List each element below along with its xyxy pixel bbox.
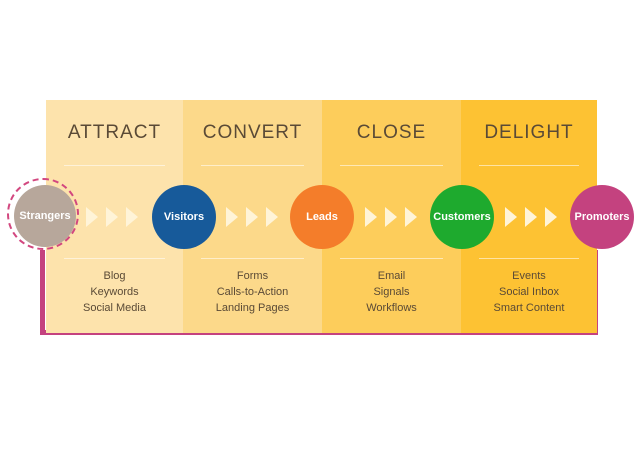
- strangers-dashed-ring: [7, 178, 79, 250]
- stage-items: Email Signals Workflows: [322, 268, 461, 316]
- chevron-right-icon: [505, 207, 517, 227]
- chevron-right-icon: [246, 207, 258, 227]
- divider: [201, 258, 304, 259]
- stage-item: Landing Pages: [215, 302, 290, 314]
- divider: [479, 165, 579, 166]
- node-leads: Leads: [290, 185, 354, 249]
- stage-item: Signals: [373, 286, 410, 298]
- stage-item: Social Media: [83, 302, 146, 314]
- stage-item: Social Inbox: [499, 286, 559, 298]
- stage-item: Calls-to-Action: [216, 286, 289, 298]
- stage-title: CLOSE: [356, 122, 427, 143]
- divider: [340, 258, 443, 259]
- stage-title: ATTRACT: [67, 122, 162, 143]
- stage-item: Events: [512, 270, 546, 282]
- node-visitors: Visitors: [152, 185, 216, 249]
- stage-item: Smart Content: [493, 302, 565, 314]
- chevron-right-icon: [126, 207, 138, 227]
- chevron-right-icon: [545, 207, 557, 227]
- stage-item: Keywords: [90, 286, 139, 298]
- stage-items: Events Social Inbox Smart Content: [461, 268, 597, 316]
- stage-title: DELIGHT: [484, 122, 574, 143]
- chevron-right-icon: [86, 207, 98, 227]
- stage-item: Blog: [103, 270, 126, 282]
- stage-title: CONVERT: [202, 122, 303, 143]
- stage-items: Forms Calls-to-Action Landing Pages: [183, 268, 322, 316]
- node-strangers: Strangers: [14, 185, 76, 247]
- stage-item: Email: [377, 270, 406, 282]
- node-customers: Customers: [430, 185, 494, 249]
- stage-items: Blog Keywords Social Media: [46, 268, 183, 316]
- divider: [340, 165, 443, 166]
- chevron-right-icon: [385, 207, 397, 227]
- chevron-right-icon: [226, 207, 238, 227]
- stage-item: Forms: [236, 270, 269, 282]
- chevron-right-icon: [106, 207, 118, 227]
- chevron-right-icon: [266, 207, 278, 227]
- node-promoters: Promoters: [570, 185, 634, 249]
- chevron-right-icon: [525, 207, 537, 227]
- chevron-right-icon: [365, 207, 377, 227]
- divider: [479, 258, 579, 259]
- divider: [64, 165, 165, 166]
- chevron-right-icon: [405, 207, 417, 227]
- stage-item: Workflows: [366, 302, 417, 314]
- divider: [64, 258, 165, 259]
- divider: [201, 165, 304, 166]
